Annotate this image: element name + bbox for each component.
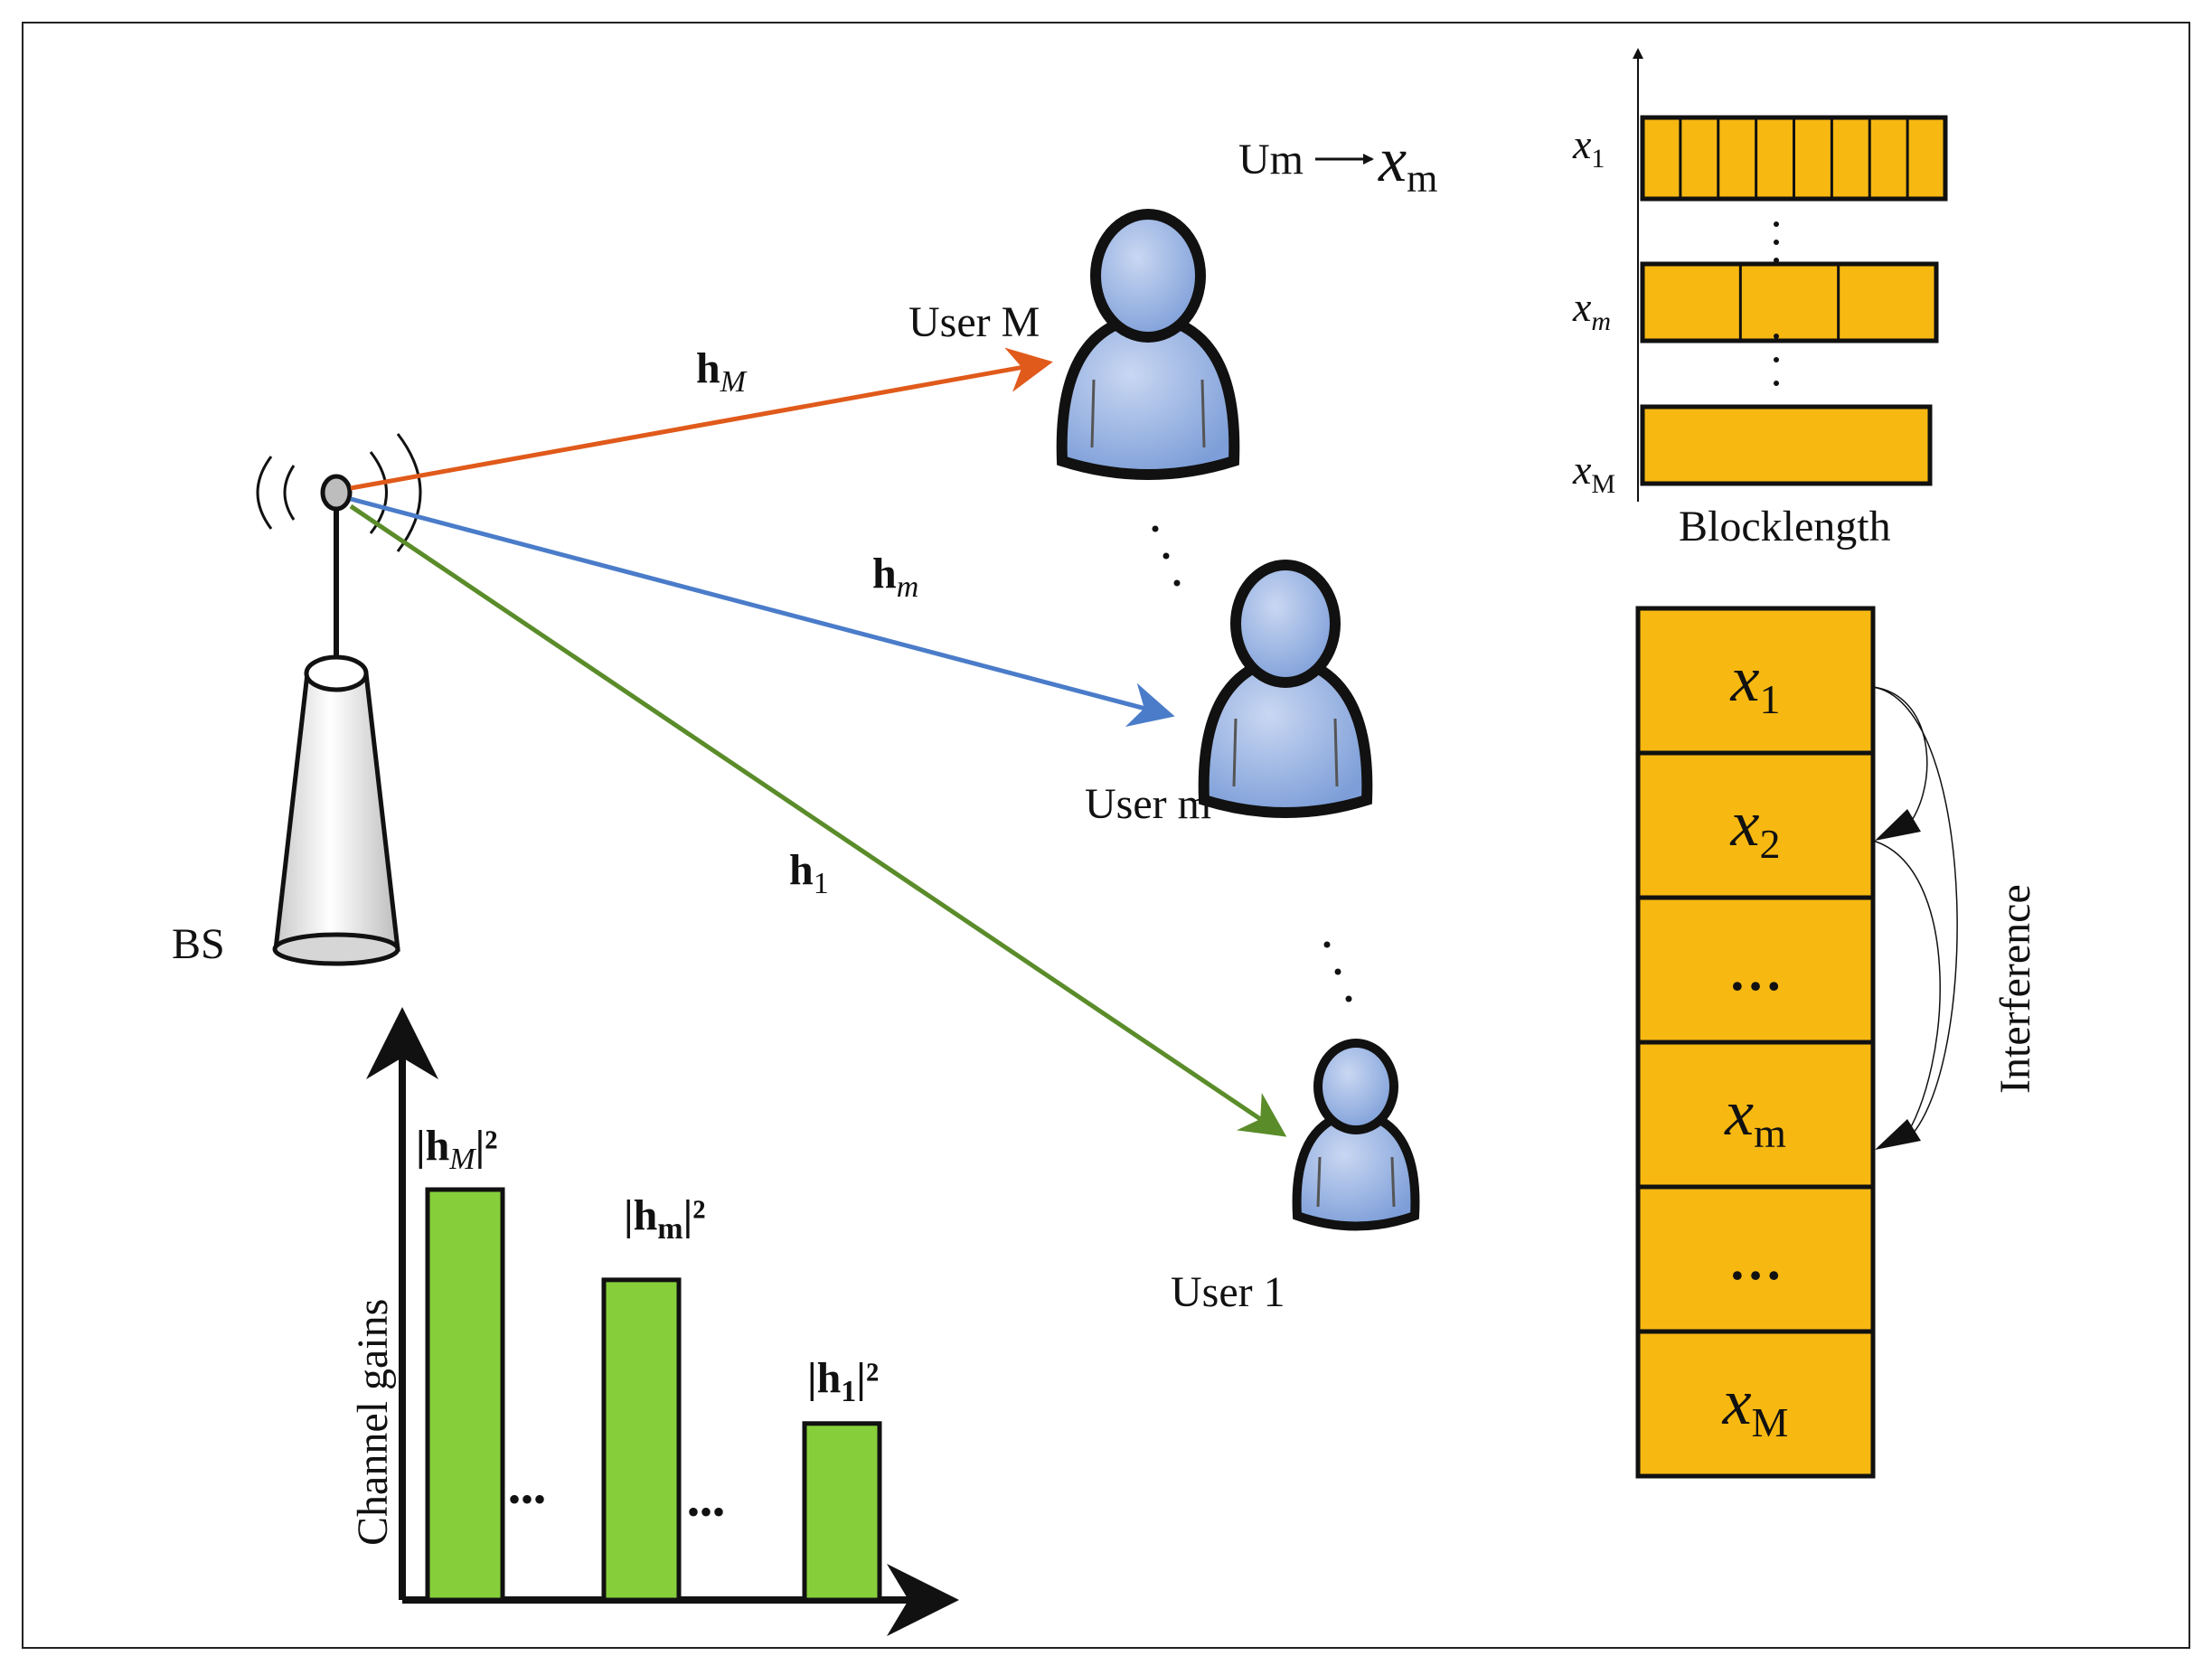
block-label-x1: x1 <box>1572 121 1605 174</box>
channel-label-h1: h1 <box>789 846 829 900</box>
channel-label-hm: hm <box>872 550 918 604</box>
user-label-m: User m <box>1085 780 1211 828</box>
outer-frame <box>22 22 2190 1649</box>
block-row-ellipsis <box>1774 221 1779 386</box>
interference-label: Interference <box>1991 884 2039 1094</box>
codeword-stack: x1 x2 … xm … xM Interference <box>1635 606 2039 1479</box>
blocklength-label: Blocklength <box>1679 503 1891 550</box>
base-station: BS <box>172 433 422 968</box>
block-label-xM: xM <box>1572 447 1615 499</box>
antenna-head-icon <box>320 474 353 512</box>
gain-label-1: |h1|² <box>807 1354 879 1408</box>
user-ellipsis-upper <box>1152 525 1181 587</box>
interference-arc-3 <box>1872 840 1941 1142</box>
user-m-icon <box>1198 560 1373 818</box>
stack-cell-5 <box>1635 1329 1876 1479</box>
gain-bar-1 <box>802 1421 882 1603</box>
interference-arc-2 <box>1872 686 1958 1144</box>
link-user-m <box>350 496 1175 727</box>
gains-y-label: Channel gains <box>349 1299 397 1546</box>
user-1-icon <box>1292 1039 1420 1231</box>
user-ellipsis-lower <box>1323 941 1352 1002</box>
link-user-1 <box>349 503 1287 1137</box>
gain-label-M: |hM|² <box>416 1122 498 1176</box>
interference-arrowhead-icon <box>1875 1119 1921 1150</box>
stack-cell-label-1: x2 <box>1730 787 1781 867</box>
block-label-xm: xm <box>1572 284 1611 336</box>
stack-cell-label-4: … <box>1728 1231 1783 1291</box>
stack-cell-2 <box>1635 895 1876 1045</box>
gain-bar-M <box>425 1187 505 1603</box>
gain-gap-dots-1: ••• <box>508 1479 546 1520</box>
stack-cell-label-5: xM <box>1722 1366 1789 1445</box>
mapping-left: Um <box>1238 136 1304 183</box>
gain-bar-m <box>601 1277 682 1603</box>
stack-cell-label-0: x1 <box>1730 643 1781 722</box>
block-row-m <box>1640 261 1939 343</box>
signal-wave-icon <box>283 465 296 521</box>
user-label-1: User 1 <box>1171 1268 1285 1316</box>
gain-label-m: |hm|² <box>624 1191 706 1246</box>
user-to-codeword-mapping: Um xm <box>1238 126 1437 201</box>
tower-icon <box>273 671 400 952</box>
interference-arc-1 <box>1872 686 1928 833</box>
gain-gap-dots-2: ••• <box>687 1492 725 1532</box>
mapping-right: xm <box>1378 126 1437 201</box>
blocklength-panel: x1 xm xM Blocklength <box>1572 48 1948 550</box>
stack-cell-3 <box>1635 1040 1876 1190</box>
bs-label: BS <box>172 920 225 968</box>
channel-gains-chart: Channel gains |hM|² |hm|² |h1|² ••• ••• <box>349 1007 959 1636</box>
interference-arrowhead-icon <box>1875 809 1921 841</box>
stack-cell-label-2: … <box>1728 942 1783 1002</box>
signal-wave-icon <box>396 433 422 552</box>
signal-wave-icon <box>256 456 273 530</box>
user-label-M: User M <box>908 298 1040 346</box>
link-user-M <box>350 347 1053 491</box>
block-row-M <box>1640 404 1933 486</box>
stack-cell-label-3: xm <box>1724 1077 1786 1156</box>
user-M-icon <box>1056 209 1240 480</box>
channel-label-hM: hM <box>696 344 748 399</box>
stack-cell-4 <box>1635 1184 1876 1334</box>
stack-cell-0 <box>1635 606 1876 756</box>
